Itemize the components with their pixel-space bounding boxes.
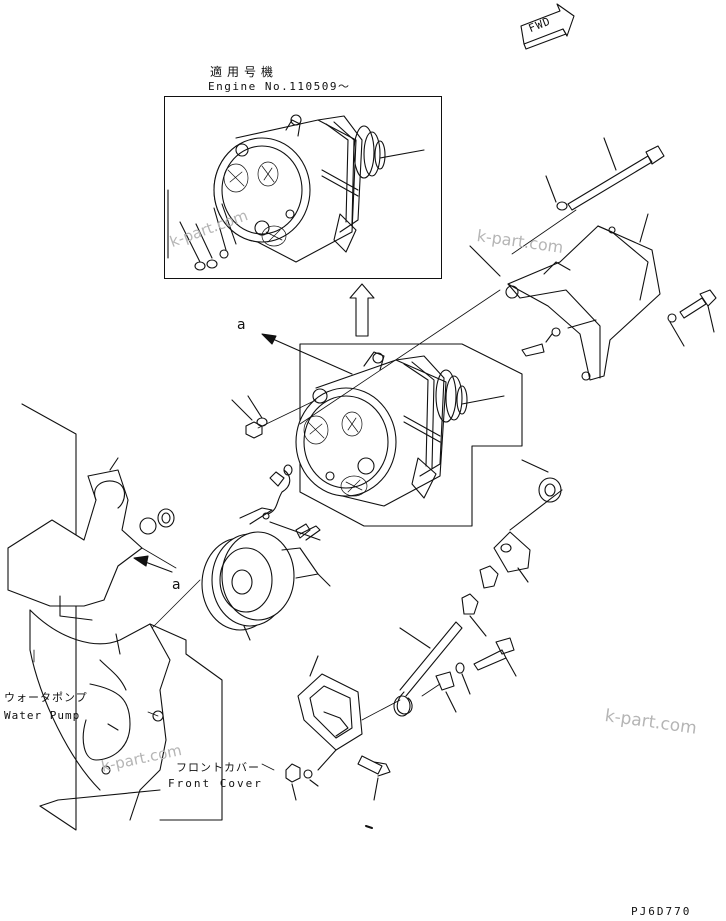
mount-bolt-right-drawing <box>521 289 717 357</box>
alternator-bracket-drawing <box>299 213 661 425</box>
drawing-code-label: PJ6D770 <box>631 905 692 918</box>
main-alternator-drawing <box>295 343 523 527</box>
adjusting-link-drawing <box>393 621 463 717</box>
water-pump-en-label: Water Pump <box>4 709 81 722</box>
water-pump-jp-label: ウォータポンプ <box>4 691 88 704</box>
pulley-drawing <box>151 507 331 641</box>
fwd-arrow-icon <box>520 3 575 50</box>
inset-frame <box>164 96 442 279</box>
engine-number-label: Engine No.110509〜 <box>208 80 351 93</box>
wire-harness-drawing <box>262 464 293 520</box>
view-arrow-upper <box>261 333 353 375</box>
view-arrow-lower <box>133 555 173 573</box>
up-arrow-icon <box>349 283 375 337</box>
lower-bracket-drawing <box>285 655 401 829</box>
view-mark-lower: a <box>172 577 181 593</box>
view-mark-upper: a <box>237 317 246 333</box>
nut-washer-drawing <box>231 395 317 439</box>
front-cover-en-label: Front Cover <box>168 777 263 790</box>
applicable-engines-jp-label: 適用号機 <box>210 65 279 79</box>
water-pump-front-cover-drawing <box>7 403 223 831</box>
adjust-bracket-drawing <box>461 459 563 637</box>
front-cover-jp-label: フロントカバー <box>176 761 260 774</box>
adjust-bolt-drawing <box>421 637 517 713</box>
inset-alternator-drawing <box>167 114 425 271</box>
label-leader-lines <box>33 649 275 771</box>
long-bolt-drawing <box>511 137 665 255</box>
